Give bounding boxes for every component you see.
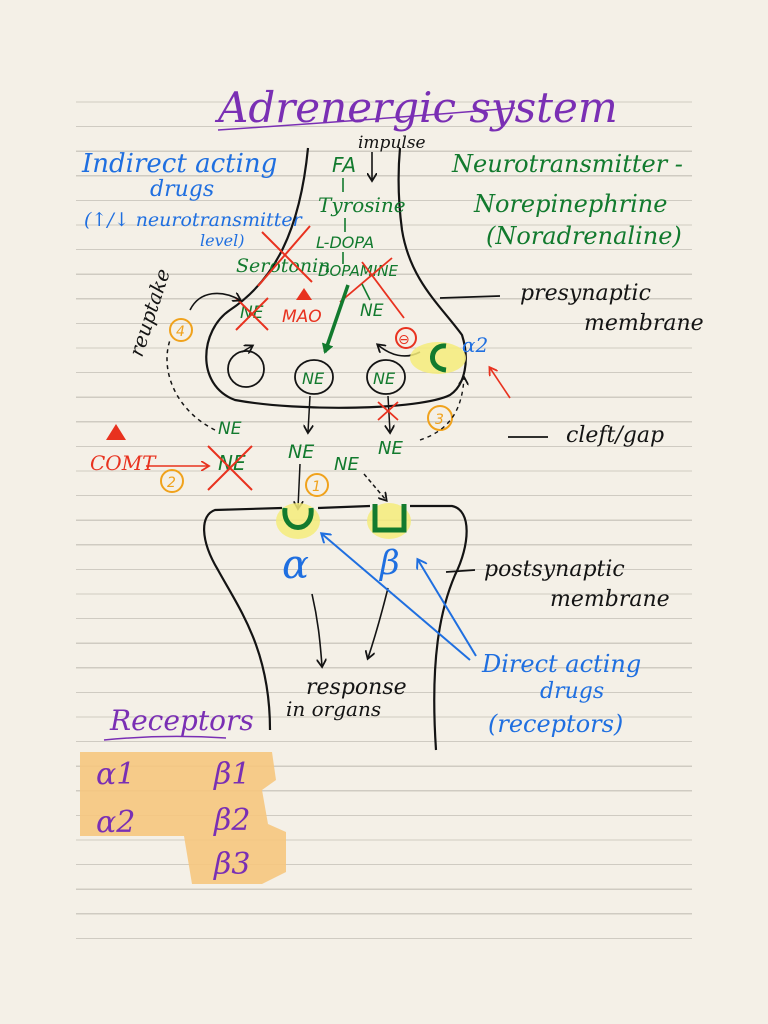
alpha-receptor-shape [282,507,314,530]
alpha2-red-arrow [490,368,511,399]
response-line-1: response [306,675,407,700]
receptor-alpha2: α2 [96,805,135,840]
cleft-ne-left-cross [207,445,253,491]
postsynaptic-terminal-outline [203,504,468,751]
dopamine-cross [339,257,405,319]
ne-crossed-right: NE [360,301,384,321]
vesicle-empty-arrow [241,346,252,352]
indirect-line-3: (↑/↓ neurotransmitter [84,209,304,231]
beta-receptor-label: β [378,543,400,583]
beta-receptor-shape [372,504,407,533]
cleft-ne-center-right: NE [334,454,359,475]
dopamine-label: DOPAMINE [318,262,399,280]
presynaptic-label-line-1: presynaptic [520,281,651,306]
cleft-gap-label: cleft/gap [566,423,664,448]
direct-to-alpha-arrow [322,534,471,661]
release-arrow-left [308,395,310,432]
neurotransmitter-line-1: Neurotransmitter - [451,150,683,178]
page-title: Adrenergic system [214,83,618,132]
dopamine-to-ne-arrow [361,283,371,301]
comt-label: COMT [90,451,157,475]
response-line-2: in organs [286,697,381,721]
reuptake-dashed-path [166,339,216,431]
indirect-line-1: Indirect acting [81,149,277,179]
vesicle-ne-left-label: NE [302,369,325,388]
receptor-alpha1: α1 [96,757,135,792]
cleft-ne-left-crossed: NE [218,451,246,475]
presynaptic-terminal-outline [205,147,467,409]
vesicle-ne-right-label: NE [373,369,396,388]
ne-to-beta-arrow [363,473,386,500]
postsynaptic-pointer [445,569,476,573]
tyrosine-label: Tyrosine [318,193,406,217]
marker-4-circle [169,318,193,342]
fa-label: FA [332,153,356,177]
presynaptic-pointer [439,295,501,299]
direct-to-beta-arrow [418,560,477,657]
vesicle-empty [227,350,265,388]
marker-2-circle [160,469,184,493]
left-margin [0,0,76,1024]
cleft-ne-left-top: NE [218,419,242,439]
indirect-line-2: drugs [150,177,214,202]
release-right-cross [377,401,399,421]
ne-to-alpha2-dashed [419,378,464,441]
alpha2-label: α2 [462,333,488,357]
alpha-receptor-label: α [282,542,309,588]
receptor-beta1: β1 [213,757,250,792]
mao-warning-triangle [296,288,312,300]
vesicle-ne-left [294,359,334,395]
alpha-response-arrow [311,593,322,666]
neurotransmitter-line-2: Norepinephrine [473,190,667,218]
cleft-ne-center: NE [288,441,314,463]
title-underline [217,107,516,131]
ne-crossed-left-cross [235,297,269,331]
neurotransmitter-line-3: (Noradrenaline) [486,222,682,250]
mao-label: MAO [282,307,322,327]
right-margin [692,0,768,1024]
postsynaptic-label-line-2: membrane [550,587,670,612]
indirect-acting-drugs-note: Indirect acting drugs (↑/↓ neurotransmit… [81,149,304,250]
alpha2-highlight [410,342,466,374]
direct-line-1: Direct acting [481,650,641,678]
ne-to-alpha-arrow [298,463,300,508]
marker-2-label: 2 [167,475,176,491]
release-arrow-right [388,395,390,432]
marker-3-circle [427,405,453,431]
reuptake-arrow [189,293,240,311]
impulse-label: impulse [358,133,426,153]
vesicle-ne-right [366,359,406,395]
inhibition-symbol: ⊖ [398,332,410,348]
neurotransmitter-note: Neurotransmitter - Norepinephrine (Norad… [451,150,683,250]
marker-1-circle [305,473,329,497]
presynaptic-label-line-2: membrane [584,311,704,336]
serotonin-label: Serotonin [236,255,330,277]
receptor-beta3: β3 [213,847,250,882]
alpha2-receptor-shape [430,343,447,373]
direct-line-2: drugs [540,679,604,704]
receptors-highlight [80,752,286,884]
indirect-line-4: level) [200,231,244,250]
inhibition-circle [395,327,417,349]
receptors-heading: Receptors [109,704,254,737]
marker-1-label: 1 [312,479,321,495]
reuptake-label: reuptake [124,266,175,360]
receptor-beta2: β2 [213,803,250,838]
receptors-underline [103,735,227,741]
cleft-ne-right: NE [378,438,403,459]
marker-3-label: 3 [435,412,444,428]
serotonin-cross [257,225,313,287]
dopamine-to-vesicle-arrow [321,284,350,354]
marker-4-label: 4 [176,324,185,340]
direct-line-3: (receptors) [488,710,623,738]
comt-warning-triangle [106,424,126,440]
l-dopa-label: L-DOPA [316,233,374,252]
beta-response-arrow-1 [368,587,389,658]
postsynaptic-label-line-1: postsynaptic [484,557,625,582]
